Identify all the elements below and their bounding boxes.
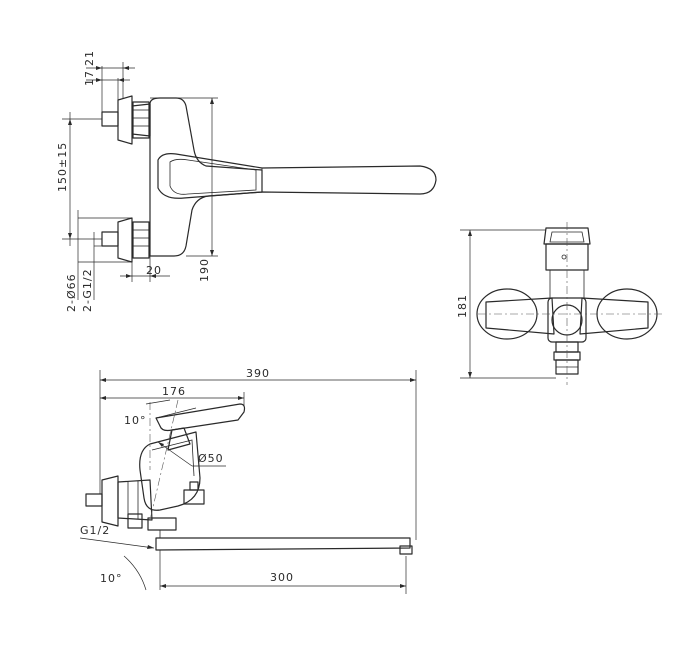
dim-2-g12: 2-G1/2 — [81, 268, 94, 312]
dim-390: 390 — [246, 367, 270, 380]
lower-inlet — [101, 217, 150, 263]
dim-176: 176 — [162, 385, 186, 398]
side-view: 390 176 10° Ø50 G1/2 10° 300 — [79, 367, 417, 594]
dim-21: 21 — [83, 50, 96, 66]
dim-17: 17 — [83, 70, 96, 86]
dim-20: 20 — [146, 264, 162, 277]
dim-spout-angle: 10° — [100, 572, 123, 585]
side-lever — [155, 403, 246, 432]
upper-inlet — [101, 95, 151, 145]
dim-300: 300 — [270, 571, 294, 584]
dim-190: 190 — [198, 258, 211, 282]
dim-lever-angle: 10° — [124, 414, 147, 427]
end-view: 181 — [456, 222, 664, 385]
mixer-body — [149, 97, 263, 257]
dim-g12: G1/2 — [80, 524, 110, 537]
dim-150-15: 150±15 — [56, 142, 69, 192]
lever-handle — [157, 153, 437, 199]
dim-2-d66: 2-Ø66 — [65, 273, 78, 312]
dim-d50: Ø50 — [198, 452, 224, 465]
dim-181: 181 — [456, 294, 469, 318]
top-view: 21 17 150±15 2-Ø66 2-G1/2 20 190 — [56, 50, 437, 312]
side-spout — [155, 537, 411, 551]
